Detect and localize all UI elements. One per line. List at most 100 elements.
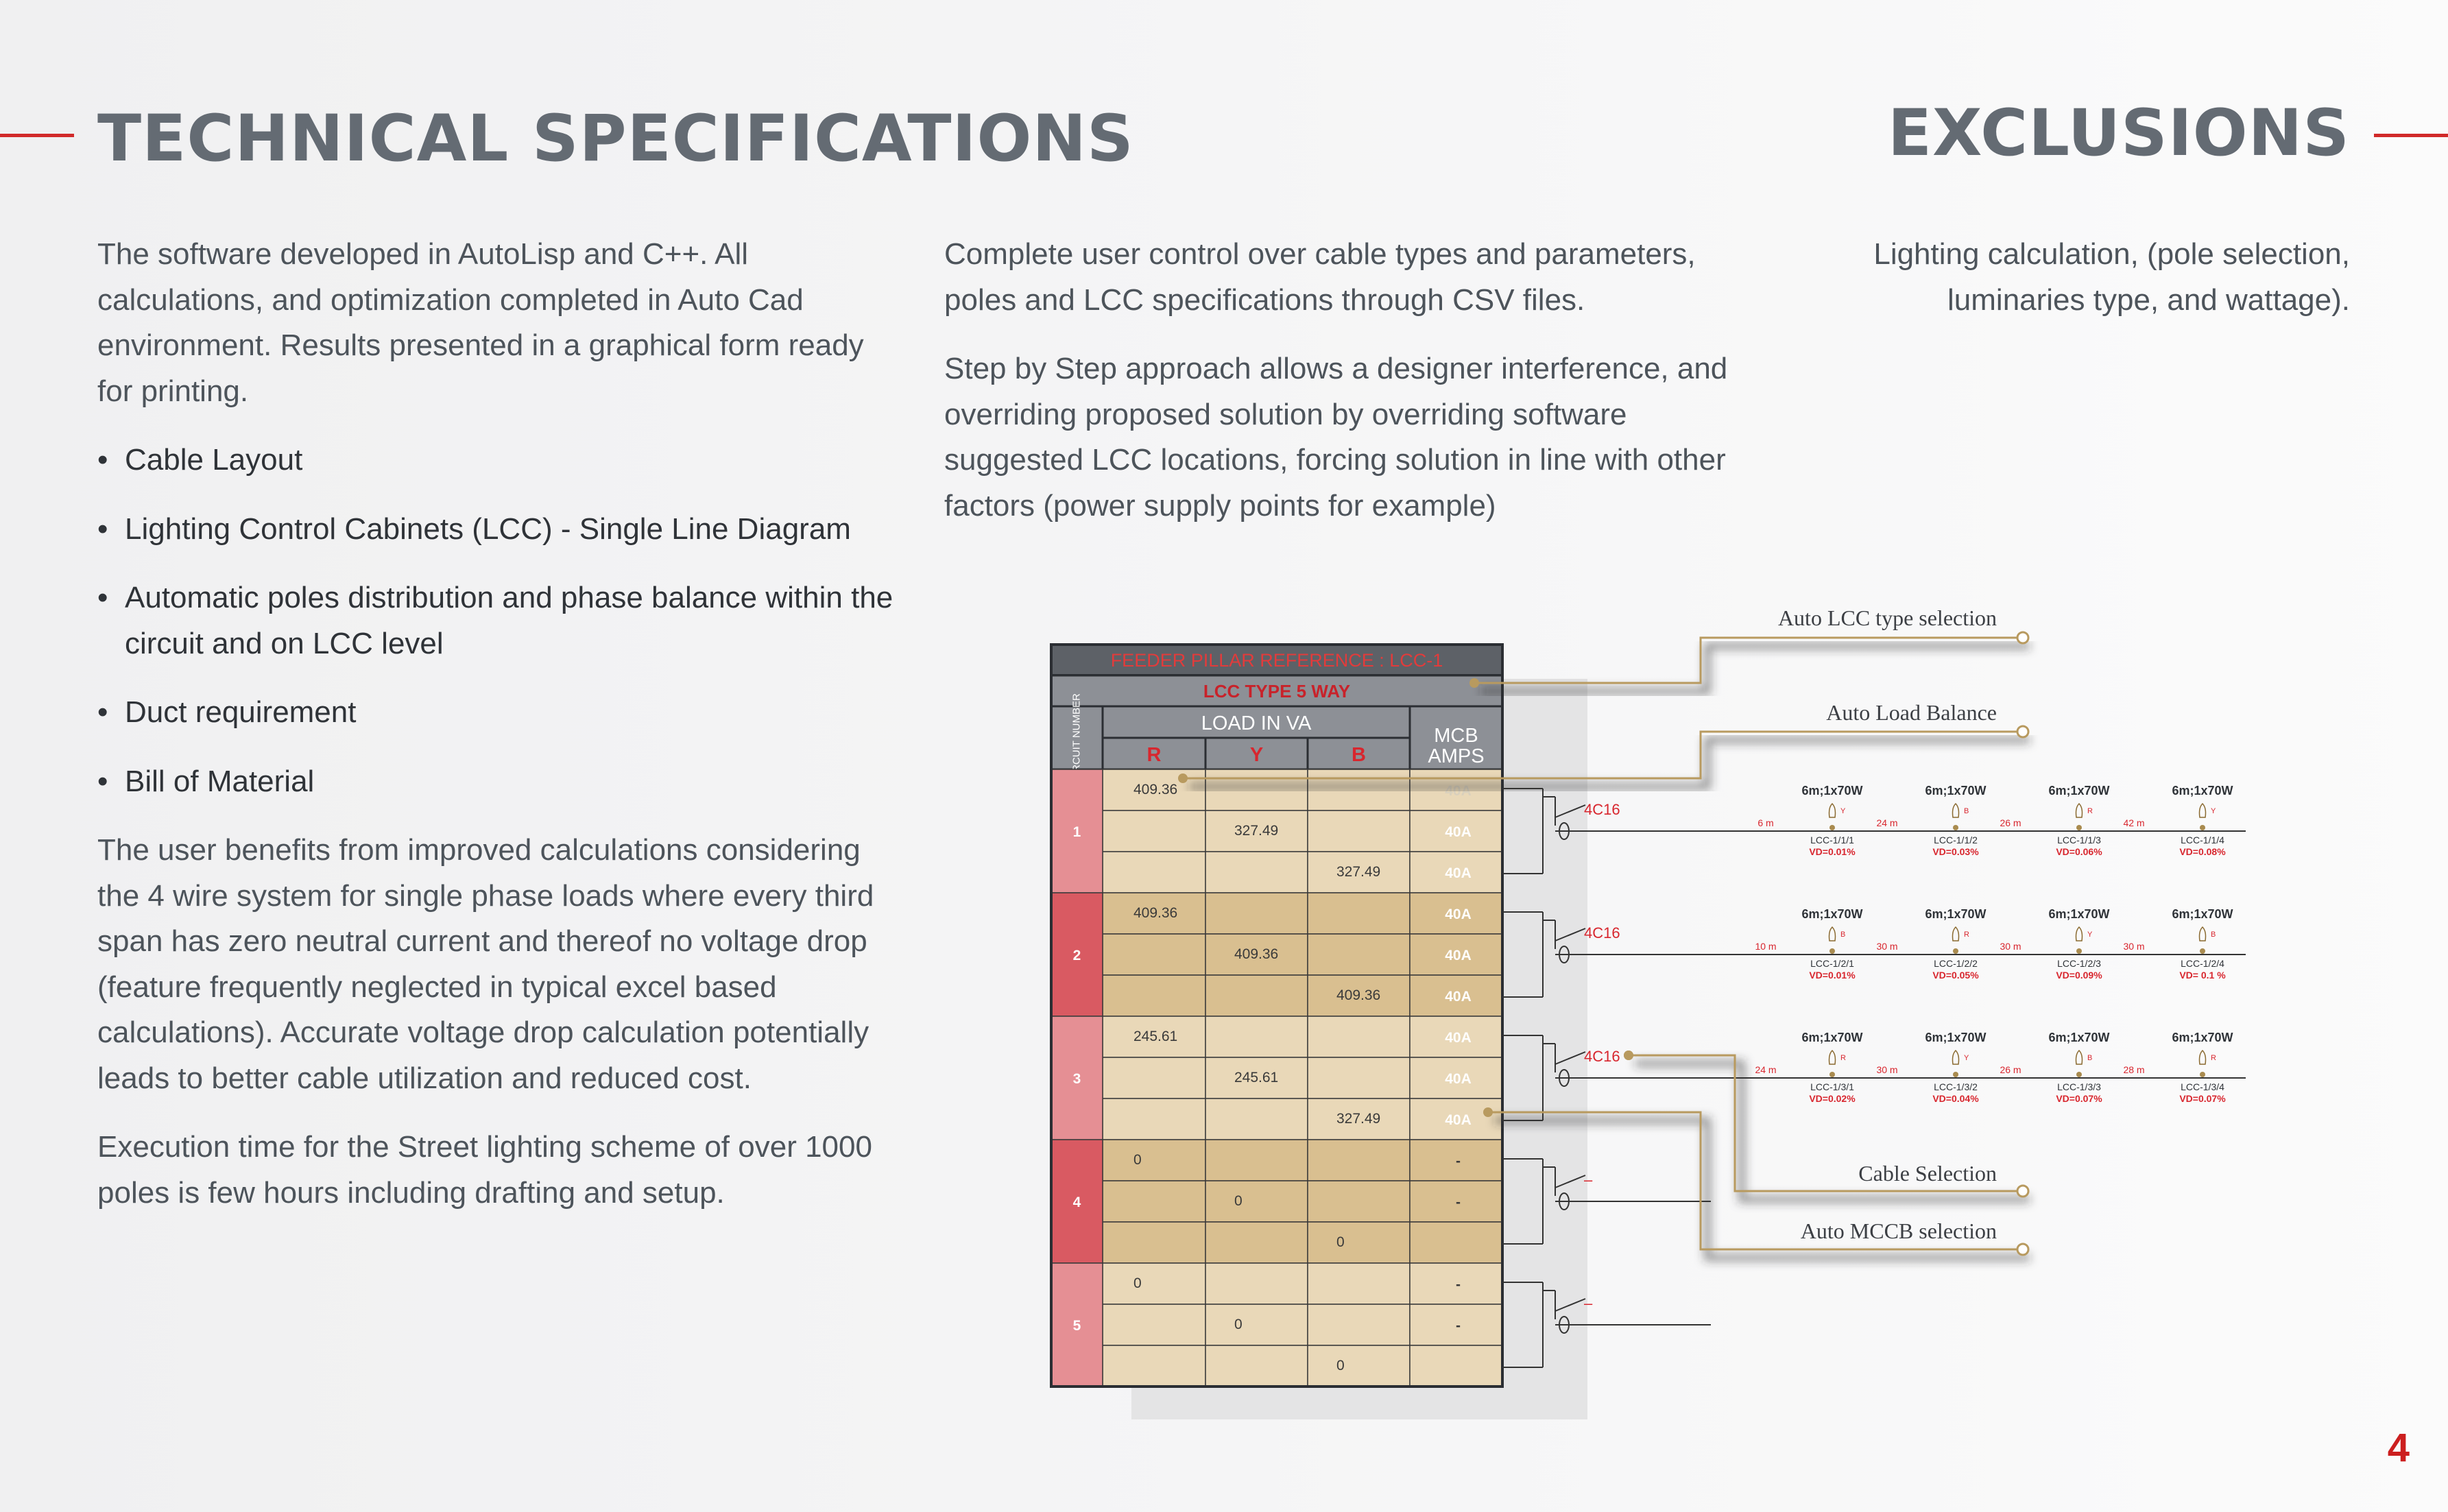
right-accent-rule [2374,134,2448,137]
feeder-circuit: 4C166m;1x70WYLCC-1/1/1VD=0.01%6m;1x70WBL… [1502,784,2246,874]
luminaire-icon [2075,802,2083,818]
lamp-spec: 6m;1x70W [2172,907,2233,921]
callout-leader [1474,636,2023,684]
exclusions-heading: EXCLUSIONS [1887,96,2350,171]
load-b: 0 [1336,1358,1345,1373]
span-length: 24 m [1755,1064,1776,1075]
lamp-spec: 6m;1x70W [2048,907,2109,921]
luminaire-icon [2198,926,2207,941]
cable-size-label: 4C16 [1584,924,1620,941]
pole-dot [1829,825,1835,830]
feature-list-item: Duct requirement [97,690,907,736]
load-r: 409.36 [1133,782,1177,797]
pole-dot [2200,948,2205,954]
pole-phase: R [2211,1054,2216,1062]
load-r: 409.36 [1133,905,1177,921]
cable-size-label: – [1584,1171,1593,1188]
voltage-drop: VD=0.06% [2056,846,2102,857]
load-header: LOAD IN VA [1201,712,1312,734]
pole-id: LCC-1/3/3 [2057,1081,2101,1092]
circuit-number-cell [1051,1139,1103,1264]
mcb-value: 40A [1445,989,1472,1005]
pole-dot [2200,1072,2205,1077]
pole-dot [2200,825,2205,830]
phase-header-r: R [1147,744,1162,766]
lamp-spec: 6m;1x70W [1925,907,1986,921]
load-b: 327.49 [1336,864,1380,880]
control-column: Complete user control over cable types a… [944,232,1740,552]
luminaire-icon [1828,1049,1836,1065]
mcb-value: - [1456,1318,1461,1334]
callout-anchor [1178,773,1188,783]
pole-phase: B [2211,931,2216,939]
mcb-value: - [1456,1195,1461,1210]
load-r: 245.61 [1133,1029,1177,1044]
callout: Auto LCC type selection [1469,605,2030,695]
voltage-drop: VD= 0.1 % [2179,970,2226,981]
lamp-spec: 6m;1x70W [2172,1031,2233,1044]
mcb-value: 40A [1445,907,1472,922]
feature-list: Cable Layout Lighting Control Cabinets (… [97,437,907,804]
phase-header-y: Y [1250,744,1263,766]
callout-label: Auto LCC type selection [1778,605,1997,630]
lamp-spec: 6m;1x70W [2172,784,2233,797]
pole-dot [1953,1072,1958,1077]
lamp-spec: 6m;1x70W [1925,784,1986,797]
pole-id: LCC-1/1/3 [2057,835,2101,845]
circuit-number: 2 [1073,948,1081,963]
load-b: 0 [1336,1234,1345,1250]
feature-list-item: Lighting Control Cabinets (LCC) - Single… [97,507,907,553]
load-b: 327.49 [1336,1111,1380,1127]
span-length: 24 m [1876,817,1897,828]
pole-id: LCC-1/1/2 [1934,835,1978,845]
cable-size-label: 4C16 [1584,1048,1620,1065]
span-length: 30 m [2000,941,2021,952]
lamp-spec: 6m;1x70W [1801,1031,1862,1044]
load-r: 0 [1133,1275,1142,1291]
feature-list-item: Cable Layout [97,437,907,483]
left-accent-rule [0,134,74,137]
span-length: 30 m [1876,1064,1897,1075]
phase-header-b: B [1352,744,1366,766]
mcb-value: 40A [1445,1071,1472,1087]
load-b: 409.36 [1336,987,1380,1003]
pole-dot [1953,825,1958,830]
table-row: 0 [1102,1345,1503,1387]
exclusions-column: Lighting calculation, (pole selection, l… [1774,232,2350,346]
mcb-value: 40A [1445,948,1472,963]
mcb-header: MCB [1434,725,1478,747]
pole-id: LCC-1/3/2 [1934,1081,1978,1092]
pole-dot [2076,948,2082,954]
lamp-spec: 6m;1x70W [1801,907,1862,921]
luminaire-icon [1828,926,1836,941]
circuit-number: 5 [1073,1318,1081,1334]
feeder-title: FEEDER PILLAR REFERENCE : LCC-1 [1111,650,1443,671]
callout-label: Cable Selection [1858,1161,1997,1186]
step-by-step-paragraph: Step by Step approach allows a designer … [944,352,1728,523]
span-length: 10 m [1755,941,1776,952]
voltage-drop: VD=0.03% [1932,846,1979,857]
circuit-number-cell [1051,892,1103,1017]
load-y: 409.36 [1234,946,1278,962]
luminaire-icon [1952,1049,1960,1065]
execution-paragraph: Execution time for the Street lighting s… [97,1130,872,1210]
feeder-title-cell [1050,643,1504,677]
luminaire-icon [2198,802,2207,818]
luminaire-icon [2198,1049,2207,1065]
callout-leader [1183,730,2023,780]
voltage-drop: VD=0.01% [1809,970,1856,981]
circuit-number-header: CIRCUIT NUMBER [1071,693,1083,782]
pole-id: LCC-1/1/4 [2181,835,2224,845]
pole-id: LCC-1/2/4 [2181,958,2224,969]
callout-anchor [1483,1107,1493,1117]
span-length: 30 m [2123,941,2144,952]
callout-anchor [1469,678,1479,688]
